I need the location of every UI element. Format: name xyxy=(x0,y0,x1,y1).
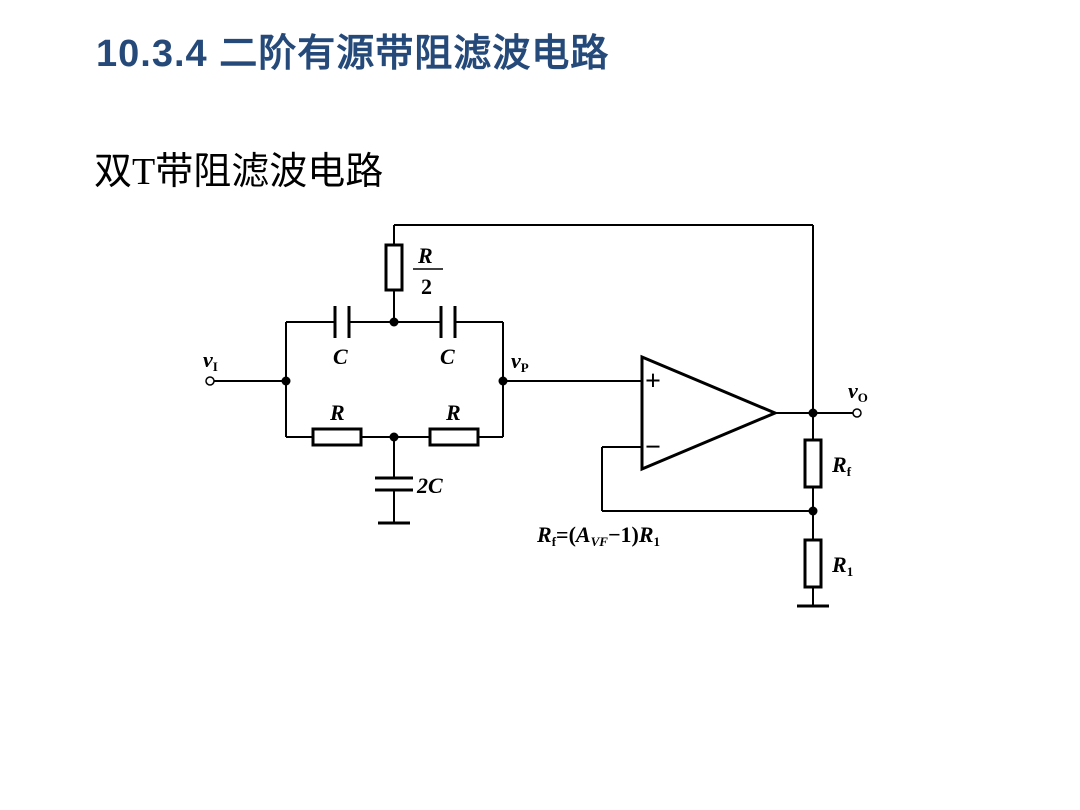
label-rf: Rf xyxy=(831,452,852,479)
label-top-r: R xyxy=(417,243,433,268)
op-amp-plus-sign: + xyxy=(645,366,661,397)
label-vp: vP xyxy=(511,348,529,375)
label-res-right: R xyxy=(445,400,461,425)
output-terminal xyxy=(852,408,862,418)
slide-title: 10.3.4 二阶有源带阻滤波电路 xyxy=(96,33,610,75)
resistor-rf xyxy=(803,438,823,489)
resistor-left xyxy=(311,427,363,447)
capacitor-left xyxy=(333,306,351,338)
input-terminal xyxy=(205,376,215,386)
resistor-right xyxy=(428,427,480,447)
op-amp-minus-sign: − xyxy=(645,432,661,463)
op-amp xyxy=(640,354,779,472)
label-r1: R1 xyxy=(831,552,853,579)
label-vo: vO xyxy=(848,378,868,405)
resistor-r-half xyxy=(384,243,404,292)
capacitor-bottom xyxy=(375,476,413,492)
label-top-2: 2 xyxy=(421,274,432,299)
feedback-formula: Rf=(AVF−1)R1 xyxy=(536,522,660,549)
label-res-left: R xyxy=(329,400,345,425)
junction-dots xyxy=(281,317,818,516)
label-cap-right: C xyxy=(440,344,455,369)
slide-subtitle: 双T带阻滤波电路 xyxy=(94,151,384,193)
resistor-r1 xyxy=(803,538,823,589)
capacitor-right xyxy=(439,306,457,338)
label-cap-bottom: 2C xyxy=(416,473,443,498)
label-cap-left: C xyxy=(333,344,348,369)
label-vi: vI xyxy=(203,347,218,374)
